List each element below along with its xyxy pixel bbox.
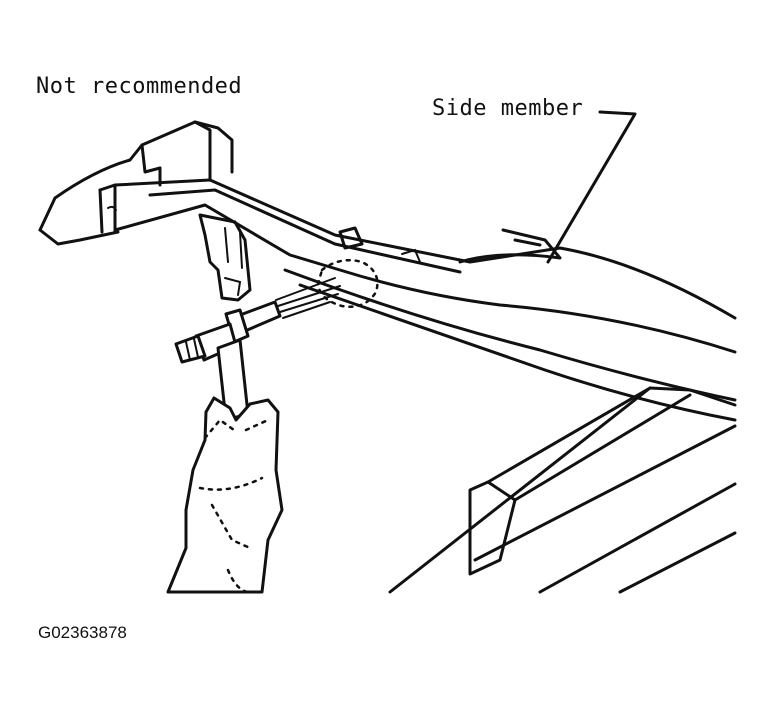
heat-spot — [275, 259, 379, 319]
figure-id: G02363878 — [38, 623, 127, 642]
side-member-leader — [546, 110, 637, 264]
rear-frame-section — [388, 386, 737, 594]
front-bracket — [38, 120, 421, 302]
label-side-member: Side member — [432, 96, 584, 121]
gloved-hand — [166, 396, 284, 594]
side-member-rail — [113, 178, 737, 422]
caption-not-recommended: Not recommended — [36, 74, 243, 99]
